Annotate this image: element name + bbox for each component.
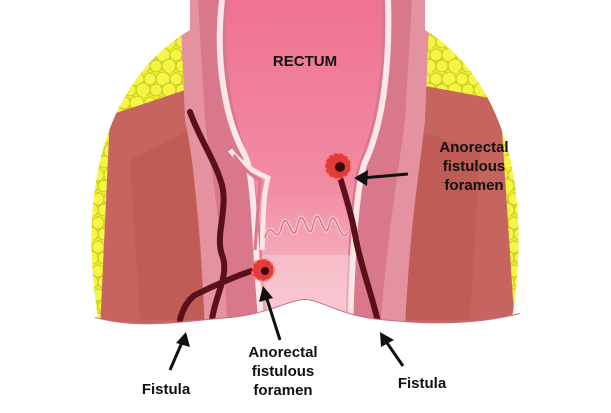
foramen-bottom-label-line1: Anorectal — [248, 344, 317, 361]
arrow-foramen-right — [361, 172, 409, 180]
foramen-bottom-label-line2: fistulous — [252, 363, 315, 380]
foramen-bottom-label-line3: foramen — [253, 382, 312, 399]
fistula-left-label: Fistula — [142, 381, 191, 398]
foramen-right-label-line1: Anorectal — [439, 139, 508, 156]
fistula-right-label: Fistula — [398, 375, 447, 392]
foramen-right-marker — [324, 152, 352, 180]
arrow-fistula-right — [383, 339, 405, 367]
rectum-label: RECTUM — [273, 53, 337, 70]
arrow-fistula-left — [168, 339, 185, 371]
foramen-right-label-line2: fistulous — [443, 158, 506, 175]
fistula-tract-right — [335, 167, 381, 325]
fistula-tract-bottom — [177, 265, 265, 323]
anatomy-cross-section — [91, 0, 519, 330]
fistula-tract-left — [187, 109, 228, 323]
foramen-right-label-line3: foramen — [444, 177, 503, 194]
rectal-lumen — [226, 0, 383, 330]
arrow-foramen-bottom — [264, 295, 282, 341]
foramen-bottom-marker — [251, 258, 275, 282]
annotation-arrows — [168, 170, 409, 371]
